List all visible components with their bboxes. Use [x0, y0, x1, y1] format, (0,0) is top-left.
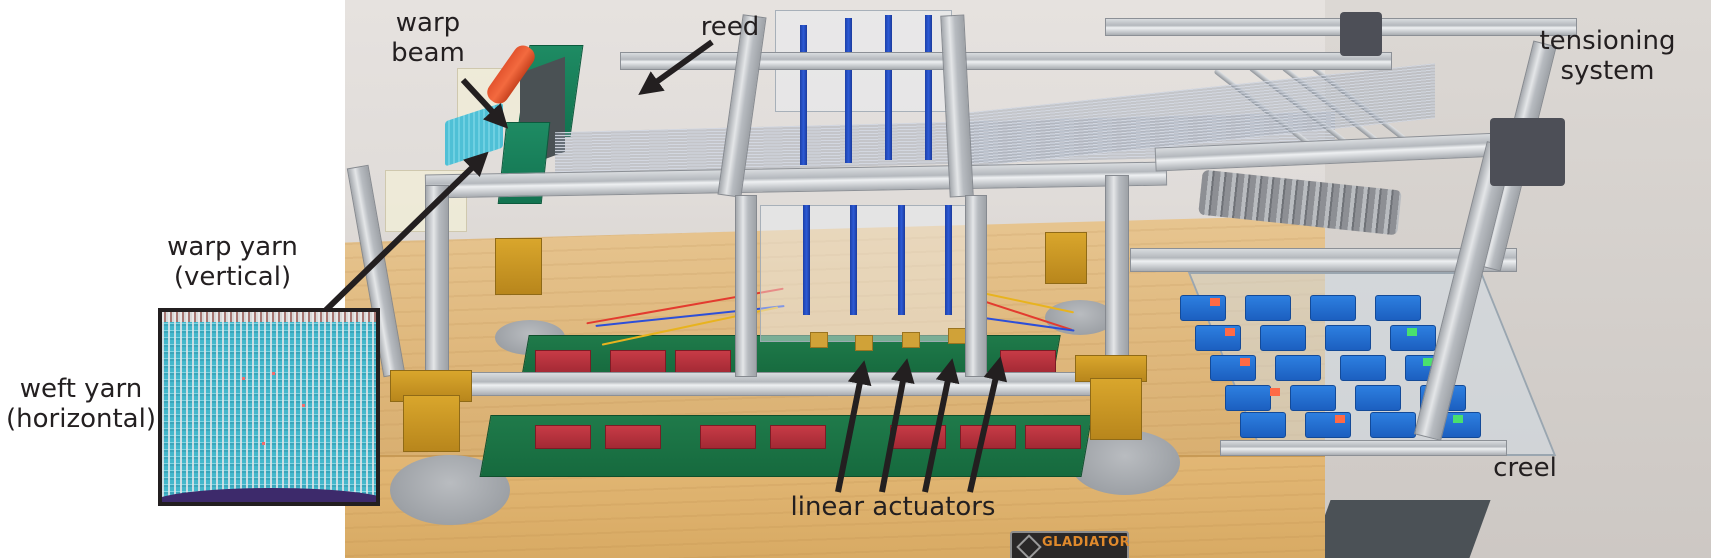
label-warp-yarn: warp yarn (vertical) — [167, 232, 298, 292]
motor-driver — [960, 425, 1016, 449]
frame-corner-cap — [1490, 118, 1565, 186]
fabric-closeup-inset — [158, 308, 380, 506]
bobbin — [1355, 385, 1401, 411]
heddle-bar-lower — [898, 205, 905, 315]
bobbin — [1290, 385, 1336, 411]
bobbin-tag-orange — [1210, 298, 1220, 306]
motor-driver — [535, 350, 591, 374]
loom-photo: GLADIATOR — [345, 0, 1711, 558]
motor-driver — [610, 350, 666, 374]
bobbin — [1275, 355, 1321, 381]
label-linear-actuators: linear actuators — [790, 492, 996, 522]
leg-bracket — [1090, 378, 1142, 440]
frame-rail-creel-bottom — [1220, 440, 1507, 456]
floor — [1309, 500, 1491, 558]
woven-fabric — [445, 102, 503, 167]
bobbin — [1245, 295, 1291, 321]
weave-detail — [272, 372, 275, 375]
suction-foot-center — [1070, 430, 1180, 495]
frame-post — [735, 195, 757, 377]
label-creel: creel — [1493, 453, 1557, 483]
frame-corner-cap — [1340, 12, 1382, 56]
bench-badge: GLADIATOR — [1010, 531, 1130, 558]
motor-driver — [1000, 350, 1056, 374]
leg-bracket — [403, 395, 460, 452]
frame-post — [1105, 175, 1129, 377]
bobbin-tag-green — [1453, 415, 1463, 423]
bobbin — [1195, 325, 1241, 351]
weave-detail — [262, 442, 265, 445]
bobbin-tag-orange — [1335, 415, 1345, 423]
label-reed: reed — [700, 12, 760, 42]
bobbin — [1325, 325, 1371, 351]
motor-driver — [890, 425, 946, 449]
actuator-motor — [948, 328, 966, 344]
motor-driver — [535, 425, 591, 449]
motor-driver — [700, 425, 756, 449]
bobbin-tag-orange — [1225, 328, 1235, 336]
bobbin — [1260, 325, 1306, 351]
bobbin — [1370, 412, 1416, 438]
bobbin — [1180, 295, 1226, 321]
frame-post — [965, 195, 987, 377]
bobbin — [1225, 385, 1271, 411]
motor-driver — [1025, 425, 1081, 449]
bobbin — [1340, 355, 1386, 381]
actuator-housing — [760, 205, 972, 342]
label-weft-yarn: weft yarn (horizontal) — [6, 374, 156, 434]
frame-rail-creel-top — [1130, 248, 1517, 272]
heddle-bar — [925, 15, 932, 160]
weave-detail — [302, 404, 305, 407]
actuator-motor — [902, 332, 920, 348]
warp-fringe — [162, 312, 376, 322]
motor-driver — [605, 425, 661, 449]
motor-driver — [770, 425, 826, 449]
frame-rail-top-back — [620, 52, 1392, 70]
heddle-bar-lower — [850, 205, 857, 315]
bobbin — [1310, 295, 1356, 321]
motor-driver — [675, 350, 731, 374]
bobbin-tag-orange — [1240, 358, 1250, 366]
leg-bracket — [495, 238, 542, 295]
heddle-bar-lower — [803, 205, 810, 315]
heddle-bar — [885, 15, 892, 160]
bobbin-tag-green — [1423, 358, 1433, 366]
heddle-bar — [845, 18, 852, 163]
bobbin — [1375, 295, 1421, 321]
actuator-motor — [810, 332, 828, 348]
bobbin-tag-orange — [1270, 388, 1280, 396]
frame-post — [425, 185, 449, 387]
badge-logo-icon — [1016, 534, 1042, 558]
heddle-bar-lower — [945, 205, 952, 315]
frame-rail-front-lower — [455, 372, 1137, 396]
purple-selvage — [162, 488, 376, 502]
label-warp-beam: warp beam — [391, 8, 465, 68]
bobbin-tag-green — [1407, 328, 1417, 336]
leg-bracket — [1045, 232, 1087, 284]
bobbin — [1240, 412, 1286, 438]
label-tensioning-system: tensioning system — [1539, 26, 1676, 86]
actuator-motor — [855, 335, 873, 351]
weave-detail — [242, 377, 245, 380]
heddle-bar — [800, 25, 807, 165]
